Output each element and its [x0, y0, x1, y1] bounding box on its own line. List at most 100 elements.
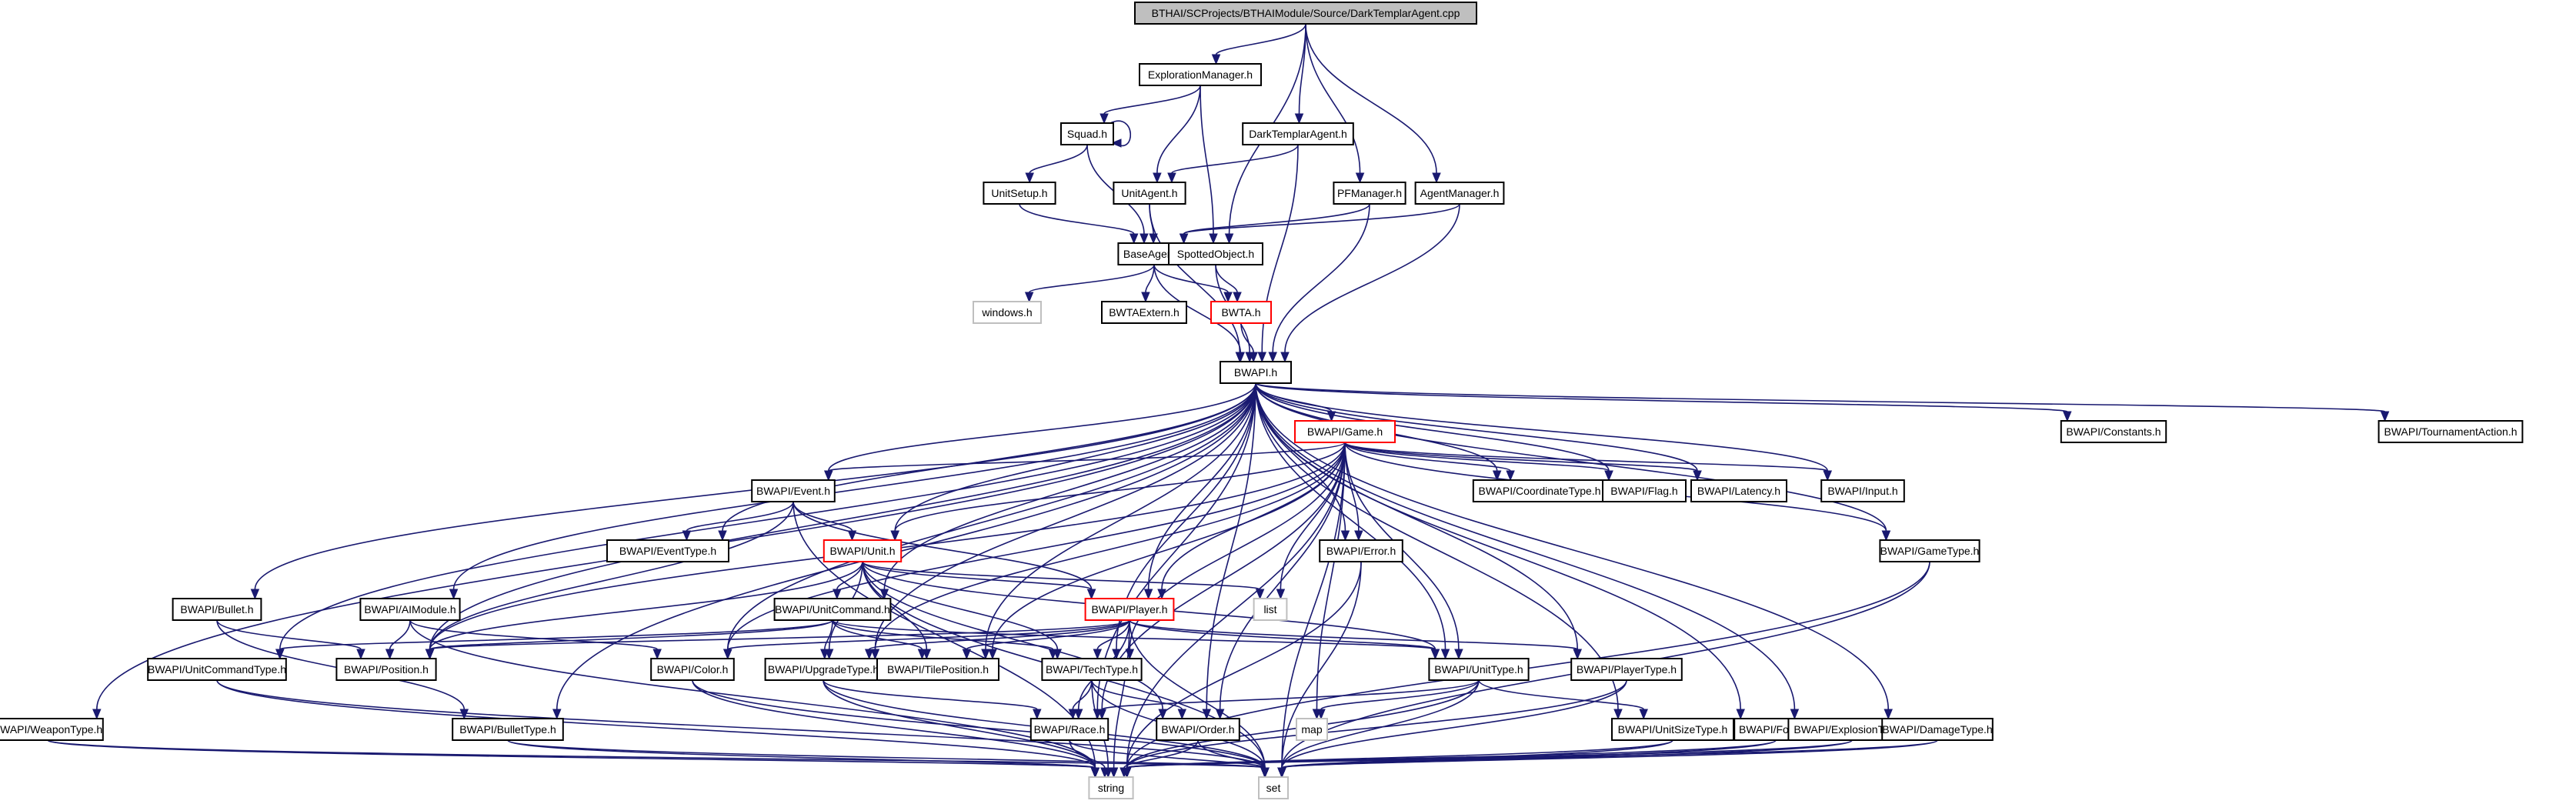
arrowhead-icon [1093, 649, 1103, 660]
node-unittype[interactable]: BWAPI/UnitType.h [1428, 658, 1530, 681]
edge-unitcommand-to-unitcommandtype [275, 619, 833, 660]
node-game[interactable]: BWAPI/Game.h [1294, 420, 1396, 443]
node-box [1881, 718, 1994, 741]
arrowhead-icon [718, 530, 727, 542]
node-box [1820, 479, 1905, 502]
node-bwapi[interactable]: BWAPI.h [1220, 361, 1292, 384]
node-flag[interactable]: BWAPI/Flag.h [1602, 479, 1687, 502]
node-player[interactable]: BWAPI/Player.h [1084, 598, 1175, 621]
node-unitsetup[interactable]: UnitSetup.h [983, 182, 1056, 205]
node-unitagent[interactable]: UnitAgent.h [1113, 182, 1186, 205]
node-position[interactable]: BWAPI/Position.h [335, 658, 437, 681]
node-gametype[interactable]: BWAPI/GameType.h [1879, 539, 1980, 562]
arrowhead-icon [1340, 530, 1350, 542]
node-techtype[interactable]: BWAPI/TechType.h [1041, 658, 1143, 681]
arrowhead-icon [2063, 411, 2072, 422]
node-root[interactable]: BTHAI/SCProjects/BTHAIModule/Source/Dark… [1134, 2, 1477, 25]
node-box [823, 539, 903, 562]
node-race[interactable]: BWAPI/Race.h [1029, 718, 1109, 741]
node-bullet[interactable]: BWAPI/Bullet.h [172, 598, 262, 621]
arrowhead-icon [1224, 233, 1234, 245]
node-unit[interactable]: BWAPI/Unit.h [823, 539, 903, 562]
node-spotted[interactable]: SpottedObject.h [1168, 242, 1263, 265]
node-label: set [1266, 782, 1281, 794]
node-color[interactable]: BWAPI/Color.h [650, 658, 735, 681]
arrowhead-icon [1432, 172, 1441, 184]
edge-pfmanager-to-baseagent [1179, 203, 1370, 245]
arrowhead-icon [1209, 233, 1218, 245]
node-dta[interactable]: DarkTemplarAgent.h [1242, 122, 1354, 145]
node-box [650, 658, 735, 681]
node-upgradetype[interactable]: BWAPI/UpgradeType.h [764, 658, 883, 681]
arrowhead-icon [1097, 709, 1106, 720]
node-unitcommand[interactable]: BWAPI/UnitCommand.h [773, 598, 892, 621]
arrowhead-icon [682, 530, 692, 542]
node-bwtaextern[interactable]: BWTAExtern.h [1101, 301, 1187, 324]
node-box [1414, 182, 1505, 205]
node-label: BWAPI/ExplosionType.h [1794, 723, 1910, 736]
node-box [751, 479, 836, 502]
edge-baseagent-to-bwapi [1153, 264, 1245, 363]
node-box [1088, 776, 1134, 799]
node-playertype[interactable]: BWAPI/PlayerType.h [1570, 658, 1683, 681]
node-squad[interactable]: Squad.h [1060, 122, 1114, 145]
node-damagetype[interactable]: BWAPI/DamageType.h [1881, 718, 1994, 741]
arrowhead-icon [1130, 233, 1139, 245]
edge-game-to-tileposition [988, 442, 1346, 660]
edge-bwapi-to-error [1255, 382, 1350, 542]
node-latency[interactable]: BWAPI/Latency.h [1690, 479, 1787, 502]
node-label: BWAPI/BulletType.h [459, 723, 556, 736]
node-exploration[interactable]: ExplorationManager.h [1139, 63, 1262, 86]
arrowhead-icon [1573, 649, 1582, 660]
arrowhead-icon [1294, 113, 1304, 125]
edge-player-to-techtype [1093, 619, 1130, 660]
edge-game-to-unit [890, 442, 1346, 542]
node-bullettype[interactable]: BWAPI/BulletType.h [452, 718, 564, 741]
node-eventtype[interactable]: BWAPI/EventType.h [606, 539, 729, 562]
edge-exploration-to-unitagent [1153, 85, 1201, 184]
node-weapontype[interactable]: BWAPI/WeaponType.h [0, 718, 104, 741]
node-tournament[interactable]: BWAPI/TournamentAction.h [2377, 420, 2524, 443]
node-label: BWAPI/Bullet.h [180, 603, 253, 616]
node-coordtype[interactable]: BWAPI/CoordinateType.h [1472, 479, 1607, 502]
arrowhead-icon [1141, 292, 1150, 303]
node-label: BWAPI/Event.h [756, 485, 830, 497]
node-label: BWAPI/UnitType.h [1434, 663, 1523, 676]
node-order[interactable]: BWAPI/Order.h [1156, 718, 1240, 741]
node-bwta[interactable]: BWTA.h [1210, 301, 1272, 324]
node-box [1879, 539, 1980, 562]
node-box [147, 658, 287, 681]
node-box [1113, 182, 1186, 205]
arrowhead-icon [1236, 352, 1245, 363]
node-box [764, 658, 883, 681]
node-input[interactable]: BWAPI/Input.h [1820, 479, 1905, 502]
arrowhead-icon [1249, 352, 1258, 363]
node-pfmanager[interactable]: PFManager.h [1333, 182, 1406, 205]
node-box [172, 598, 262, 621]
node-label: BWAPI/Position.h [344, 663, 429, 676]
arrowhead-icon [1604, 470, 1613, 482]
arrowhead-icon [1149, 233, 1158, 245]
edge-baseagent-to-bwta [1153, 264, 1233, 303]
node-event[interactable]: BWAPI/Event.h [751, 479, 836, 502]
node-tileposition[interactable]: BWAPI/TilePosition.h [876, 658, 999, 681]
node-error[interactable]: BWAPI/Error.h [1319, 539, 1403, 562]
node-unitcommandtype[interactable]: BWAPI/UnitCommandType.h [147, 658, 287, 681]
arrowhead-icon [1100, 767, 1109, 779]
node-box [1084, 598, 1175, 621]
node-unitsizetype[interactable]: BWAPI/UnitSizeType.h [1611, 718, 1734, 741]
arrowhead-icon [1125, 649, 1135, 660]
arrowhead-icon [1110, 138, 1122, 148]
edge-techtype-to-order [1091, 679, 1187, 720]
edge-agentmanager-to-bwapi [1280, 203, 1460, 363]
edge-bwapi-to-unitcommand [879, 382, 1256, 600]
arrowhead-icon [2380, 411, 2390, 422]
arrowhead-icon [1736, 709, 1745, 720]
edge-bwapi-to-upgradetype [870, 382, 1256, 660]
edge-bwapi-to-damagetype [1255, 382, 1893, 720]
node-agentmanager[interactable]: AgentManager.h [1414, 182, 1505, 205]
node-aimodule[interactable]: BWAPI/AIModule.h [359, 598, 461, 621]
edge-unittype-to-unitsizetype [1478, 679, 1648, 720]
node-constants[interactable]: BWAPI/Constants.h [2060, 420, 2167, 443]
node-label: BWAPI/Unit.h [829, 545, 895, 557]
